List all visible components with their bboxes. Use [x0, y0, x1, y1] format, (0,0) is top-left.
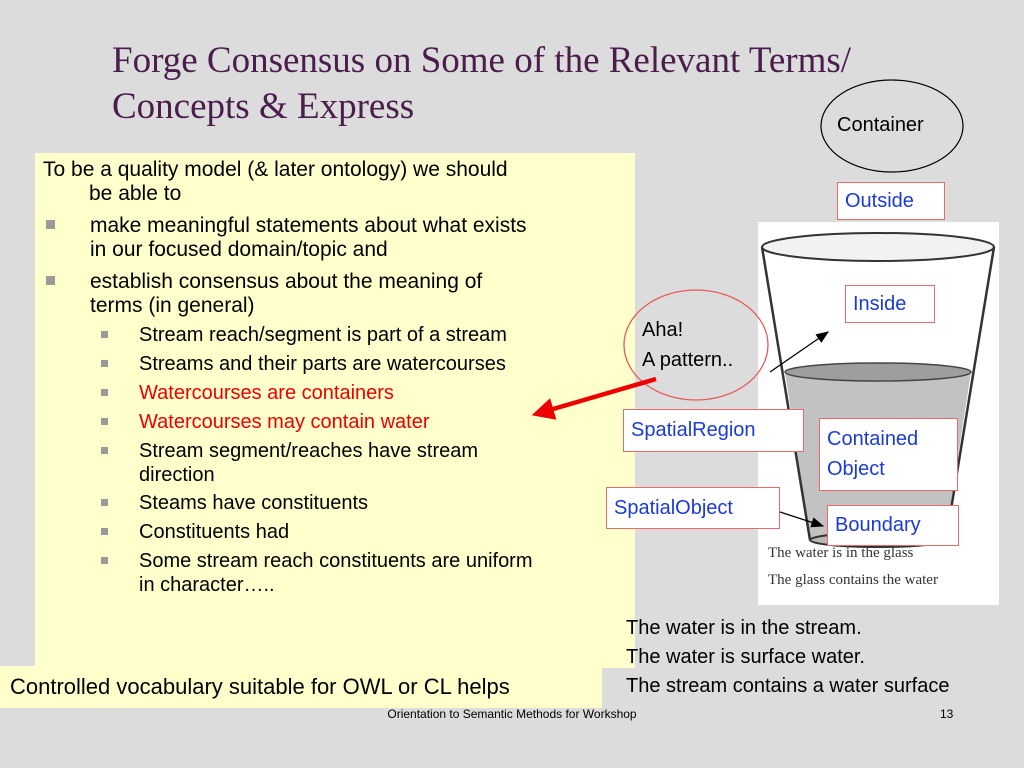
sub-bullet-square	[101, 360, 108, 367]
sub-bullet-square	[101, 389, 108, 396]
spatial-region-label: SpatialRegion	[623, 409, 804, 452]
sub-bullet-line: Stream segment/reaches have stream	[139, 440, 479, 462]
contained-object-label: Contained Object	[819, 418, 958, 491]
intro-line-2: be able to	[89, 182, 182, 205]
sub-bullet-square	[101, 528, 108, 535]
bullet-line: in our focused domain/topic and	[90, 238, 388, 261]
intro-text: To be a quality model (& later ontology)…	[43, 158, 508, 206]
bullet-consensus: establish consensus about the meaning of…	[90, 270, 482, 318]
sub-bullet-square	[101, 499, 108, 506]
boundary-label: Boundary	[827, 505, 959, 546]
statement-1: The water is in the stream.	[626, 617, 862, 639]
aha-text: Aha! A pattern..	[642, 315, 733, 375]
statement-2: The water is surface water.	[626, 646, 865, 668]
outside-label: Outside	[837, 182, 945, 220]
sub-bullet-constituents-had: Constituents had	[139, 521, 290, 543]
bullet-square	[46, 276, 55, 285]
statement-3: The stream contains a water surface	[626, 675, 950, 697]
aha-line-2: A pattern..	[642, 349, 734, 371]
sub-bullet-line: in character…..	[139, 574, 275, 596]
slide-title-line-2: Concepts & Express	[112, 86, 415, 127]
sub-bullet-line: Some stream reach constituents are unifo…	[139, 550, 533, 572]
sub-bullet-square	[101, 331, 108, 338]
container-label: Container	[837, 114, 924, 136]
highlight-arrow	[531, 376, 657, 420]
sub-bullet-square	[101, 557, 108, 564]
aha-ellipse	[623, 289, 769, 401]
footer-text: Orientation to Semantic Methods for Work…	[387, 707, 637, 721]
bullet-line: establish consensus about the meaning of	[90, 270, 483, 293]
bullet-statements: make meaningful statements about what ex…	[90, 214, 527, 262]
statements: The water is in the stream. The water is…	[626, 614, 949, 701]
sub-bullet-direction: Stream segment/reaches have stream direc…	[139, 439, 478, 487]
glass-illustration	[760, 232, 996, 548]
slide-title-line-1: Forge Consensus on Some of the Relevant …	[112, 40, 852, 81]
contained-object-line-2: Object	[827, 458, 885, 480]
sub-bullet-constituents: Steams have constituents	[139, 492, 369, 514]
sub-bullet-watercourses: Streams and their parts are watercourses	[139, 353, 506, 375]
bullet-square	[46, 220, 55, 229]
page-number: 13	[940, 707, 954, 721]
aha-line-1: Aha!	[642, 319, 684, 341]
container-ellipse	[820, 79, 964, 173]
bullet-line: make meaningful statements about what ex…	[90, 214, 527, 237]
contained-object-line-1: Contained	[827, 428, 919, 450]
inside-label: Inside	[845, 285, 935, 323]
sub-bullet-line: direction	[139, 464, 215, 486]
slide-title: Forge Consensus on Some of the Relevant …	[112, 38, 952, 130]
inside-pointer-arrow	[769, 331, 830, 373]
glass-caption-2: The glass contains the water	[768, 572, 938, 588]
glass-caption-1: The water is in the glass	[768, 545, 914, 561]
sub-bullet-contain-water: Watercourses may contain water	[139, 411, 430, 433]
boundary-pointer-arrow	[779, 511, 825, 528]
spatial-object-label: SpatialObject	[606, 487, 780, 529]
sub-bullet-containers: Watercourses are containers	[139, 382, 394, 404]
sub-bullet-square	[101, 418, 108, 425]
intro-line-1: To be a quality model (& later ontology)…	[43, 158, 508, 181]
sub-bullet-uniform: Some stream reach constituents are unifo…	[139, 549, 533, 597]
sub-bullet-part-of: Stream reach/segment is part of a stream	[139, 324, 507, 346]
sub-bullet-square	[101, 447, 108, 454]
controlled-vocabulary-note: Controlled vocabulary suitable for OWL o…	[0, 666, 602, 708]
bullet-line: terms (in general)	[90, 294, 255, 317]
